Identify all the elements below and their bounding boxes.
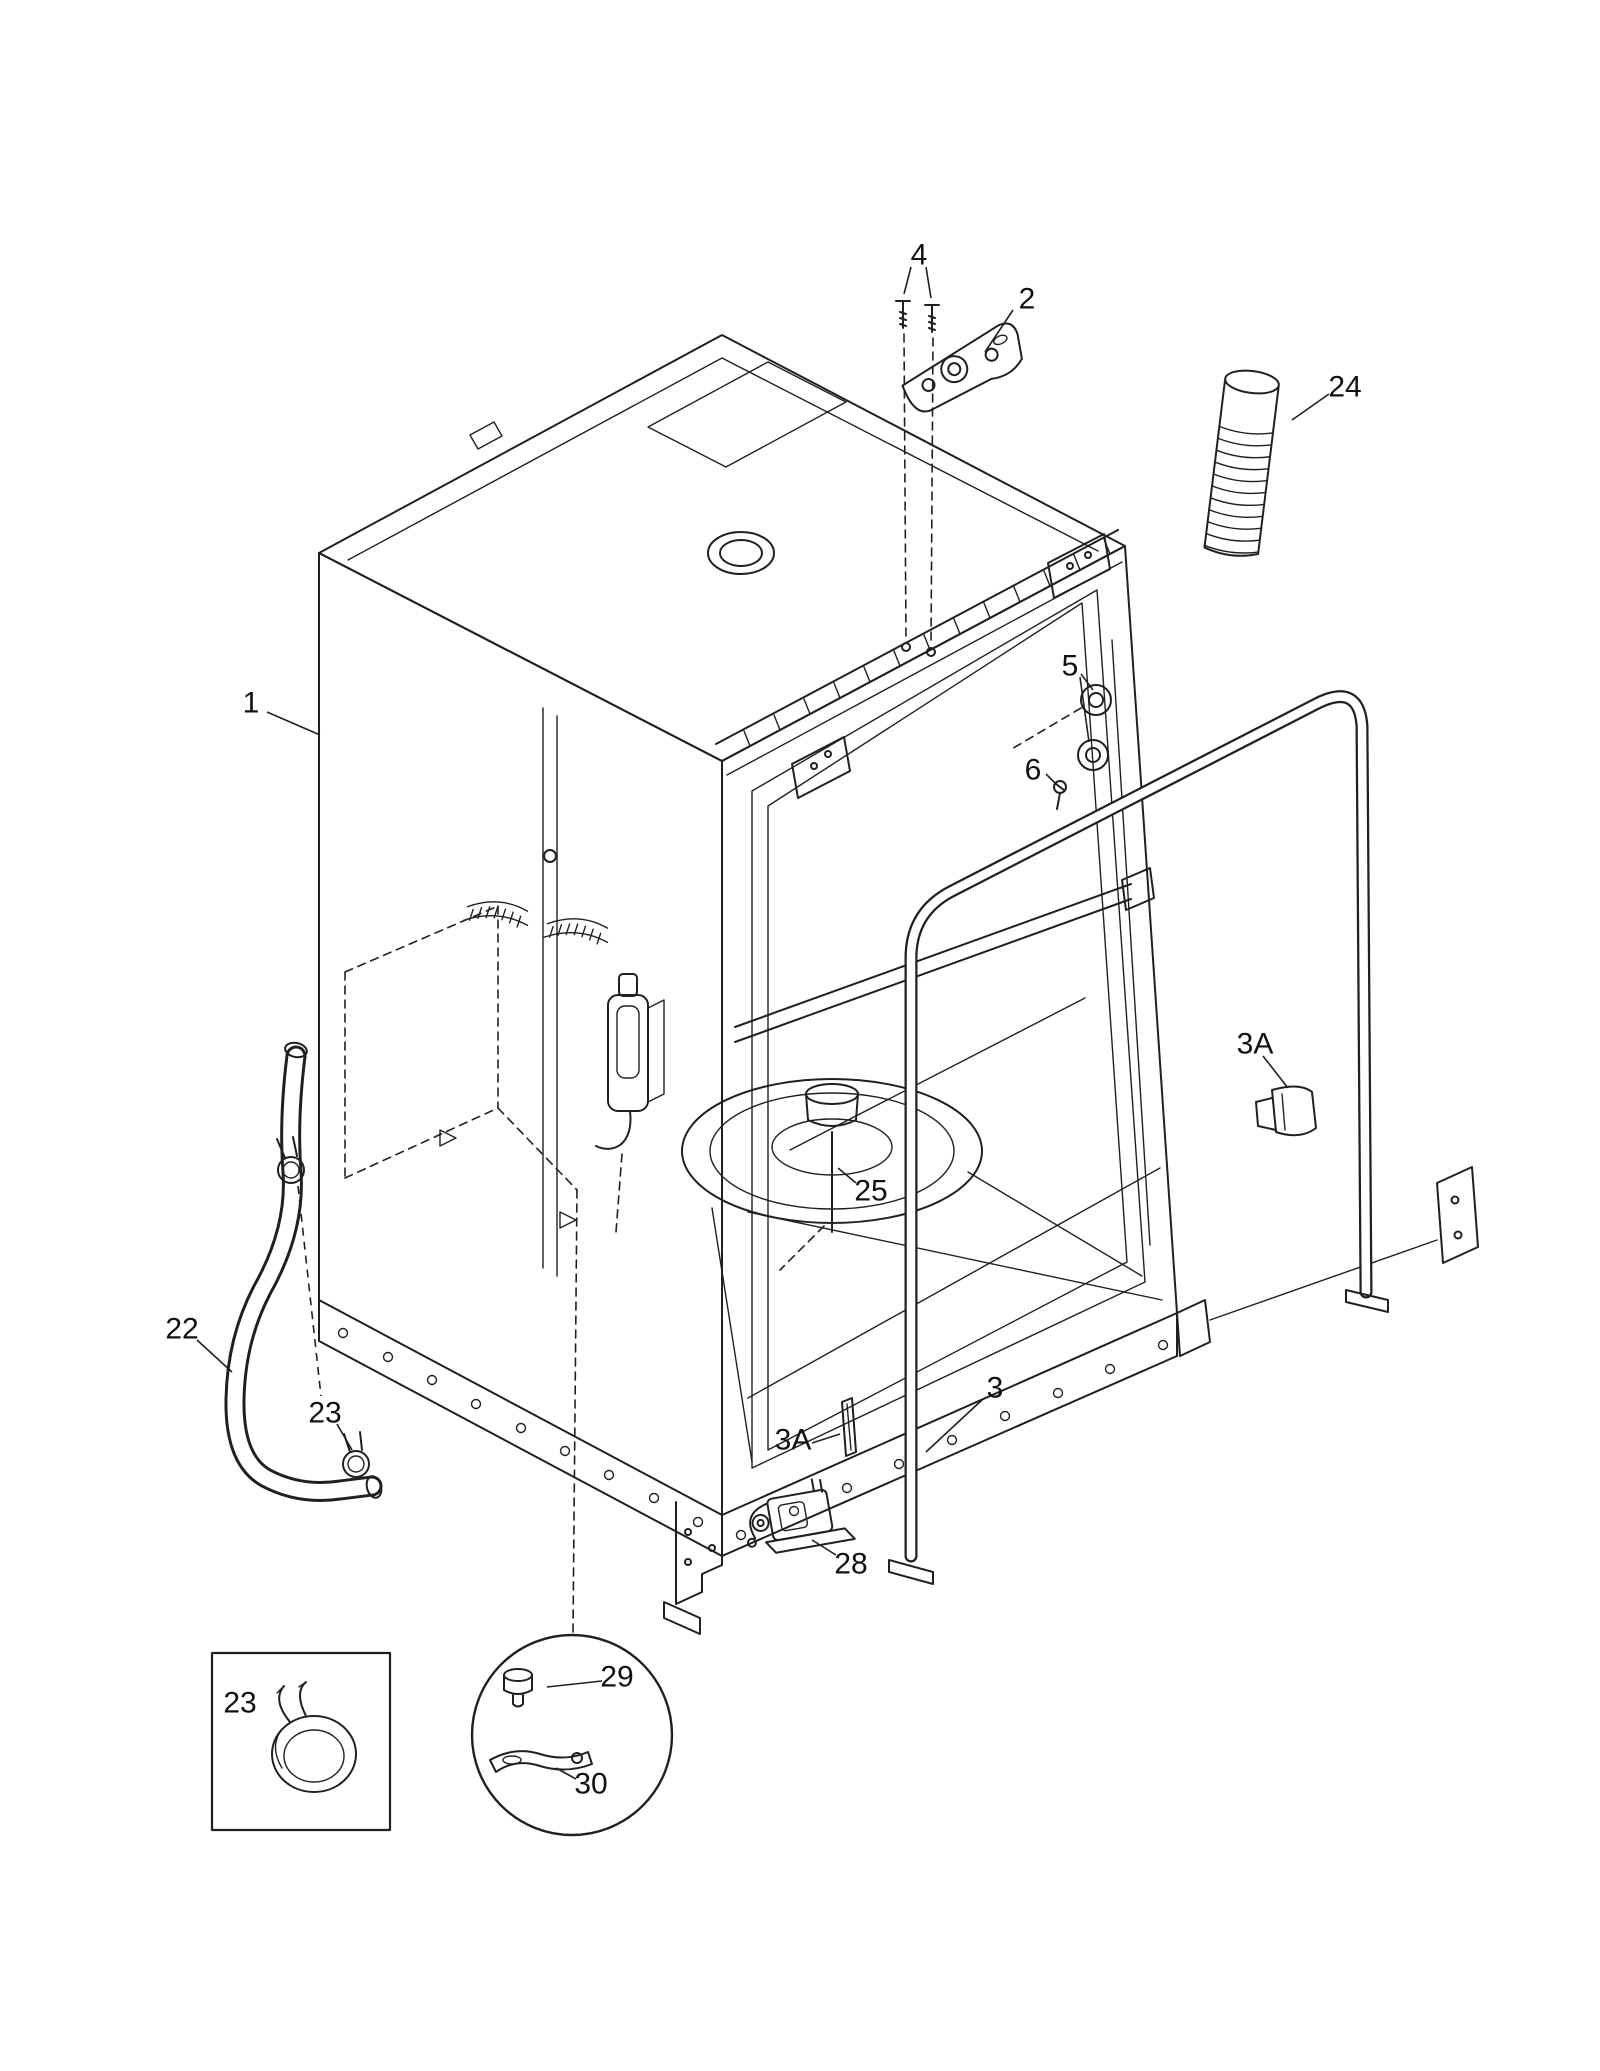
callout-leader-3A-lower — [811, 1433, 841, 1444]
switch-28-art — [746, 1478, 856, 1554]
part-label-23-inset: 23 — [223, 1687, 256, 1720]
hidden-routing-dashes — [344, 905, 578, 1633]
base-frame — [318, 1166, 1479, 1635]
bumper-3a-right — [1255, 1085, 1317, 1137]
callout-leader-2 — [984, 309, 1014, 353]
part-label-24: 24 — [1328, 371, 1361, 404]
hose-clamp-lower — [342, 1431, 370, 1478]
part-label-6: 6 — [1025, 754, 1042, 787]
part-label-28: 28 — [834, 1548, 867, 1581]
part-label-3: 3 — [987, 1372, 1004, 1405]
support-frame-art — [888, 690, 1389, 1585]
part-label-4: 4 — [911, 239, 928, 272]
part-label-2: 2 — [1019, 283, 1036, 316]
tub-opening-interior — [681, 545, 1178, 1516]
tub-body-art — [318, 334, 1479, 1635]
part-label-23-hose: 23 — [308, 1397, 341, 1430]
grommets-art — [1009, 684, 1112, 810]
base-holes-left — [337, 1327, 704, 1528]
drain-hose-art — [1203, 369, 1280, 557]
bracket-30-icon — [489, 1750, 593, 1773]
callout-leader-30 — [555, 1767, 577, 1780]
part-label-3A-right: 3A — [1237, 1028, 1274, 1061]
callout-leader-3A-right — [1262, 1055, 1289, 1089]
callout-leader-4 — [903, 266, 912, 295]
strap-guides — [462, 901, 609, 945]
clip-3a-lower — [841, 1397, 857, 1457]
pump-part-25 — [779, 1083, 859, 1271]
clamp-23-icon — [271, 1681, 357, 1793]
side-hose-art — [224, 1041, 383, 1502]
callout-leader-1 — [266, 711, 321, 736]
inset-circle-parts — [470, 1633, 674, 1837]
top-bracket-art — [895, 300, 1023, 646]
callout-leader-5 — [1079, 676, 1090, 743]
inset-box-clamp — [210, 1651, 392, 1832]
hose-clamp-upper — [276, 1136, 305, 1184]
screw-4-icon — [895, 300, 911, 329]
part-label-3A-lower: 3A — [775, 1424, 812, 1457]
callout-leader-29 — [546, 1680, 603, 1688]
bolt-29-icon — [503, 1668, 533, 1708]
callout-leader-22 — [196, 1339, 233, 1373]
callout-leader-24 — [1291, 393, 1330, 421]
tub-top-face — [318, 334, 1126, 762]
part-label-25: 25 — [854, 1175, 887, 1208]
screw-boss — [901, 642, 911, 652]
screw-6-icon — [1053, 780, 1067, 810]
part-label-5: 5 — [1062, 650, 1079, 683]
part-label-22: 22 — [165, 1313, 198, 1346]
screw-4-icon — [924, 304, 940, 333]
base-holes-right — [735, 1339, 1169, 1541]
part-label-1: 1 — [243, 687, 260, 720]
callout-leader-5 — [1080, 673, 1094, 691]
callout-leader-4 — [925, 266, 932, 299]
callout-leader-25 — [837, 1167, 857, 1184]
part-label-30: 30 — [574, 1768, 607, 1801]
part-label-29: 29 — [600, 1661, 633, 1694]
callout-leader-28 — [811, 1539, 837, 1556]
tub-left-panel — [318, 552, 723, 1516]
callout-leader-23-hose — [297, 1185, 322, 1397]
callout-leader-3 — [925, 1398, 984, 1453]
callout-leader-6 — [1045, 773, 1056, 784]
callout-leader-23-hose — [336, 1423, 353, 1451]
fill-valve-art — [595, 973, 665, 1233]
